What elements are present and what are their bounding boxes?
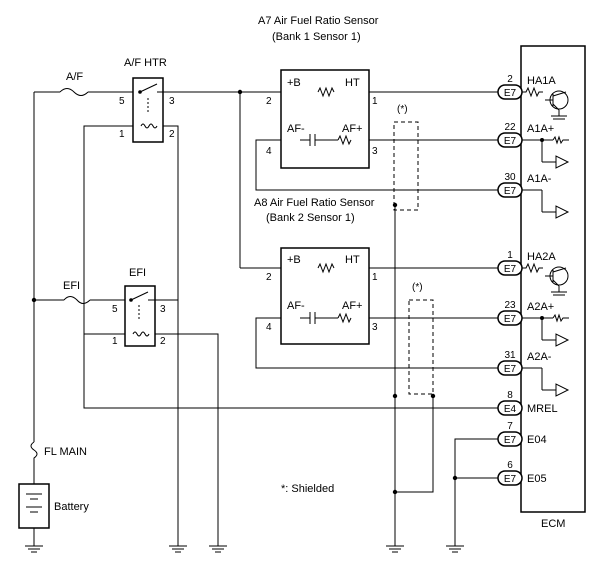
a8-num-4: 4 [266, 322, 272, 333]
fl-main-label: FL MAIN [44, 446, 87, 458]
a8-title: A8 Air Fuel Ratio Sensor [254, 197, 375, 209]
a8-num-1: 1 [372, 272, 378, 283]
a8-num-2: 2 [266, 272, 272, 283]
ecm-terminal: E7 30 A1A- [497, 172, 552, 198]
ecm-terminal-name: E05 [527, 473, 547, 485]
connector-pill [497, 470, 523, 486]
af-htr-pin-2: 2 [169, 129, 175, 140]
a8-sensor [280, 247, 370, 345]
shield-marker-a7: (*) [397, 104, 408, 115]
a7-pin-afm: AF- [287, 123, 305, 135]
connector-label: E7 [504, 364, 517, 375]
connector-label: E7 [504, 88, 517, 99]
efi-pin-1: 1 [112, 336, 118, 347]
efi-pin-2: 2 [160, 336, 166, 347]
ecm-terminal: E7 1 HA2A [497, 250, 556, 276]
a8-pin-afp: AF+ [342, 300, 362, 312]
resistor-icon [522, 86, 543, 98]
ecm-pin-number: 1 [507, 250, 513, 261]
fl-main-icon [30, 441, 38, 460]
a7-subtitle: (Bank 1 Sensor 1) [272, 31, 361, 43]
af-fuse-icon [59, 88, 89, 96]
connector-pill [497, 400, 523, 416]
a8-pin-b: +B [287, 254, 301, 266]
ecm-terminal-name: MREL [527, 403, 558, 415]
ecm-pin-number: 7 [507, 421, 513, 432]
connector-label: E7 [504, 264, 517, 275]
a8-num-3: 3 [372, 322, 378, 333]
sensor-wiring [239, 92, 498, 369]
a7-num-4: 4 [266, 146, 272, 157]
ecm-pin-number: 22 [504, 122, 516, 133]
connector-label: E7 [504, 136, 517, 147]
battery-label: Battery [54, 501, 89, 513]
efi-relay [124, 285, 156, 347]
af-htr-pin-1: 1 [119, 129, 125, 140]
shield-a7 [392, 121, 419, 546]
ecm-terminal-name: HA1A [527, 75, 556, 87]
ecm-ground-wire [454, 438, 498, 546]
af-htr-relay [132, 77, 164, 143]
ecm-terminal-name: A1A+ [527, 123, 554, 135]
battery-icon [18, 483, 50, 553]
a7-num-1: 1 [372, 96, 378, 107]
power-bus [31, 91, 133, 484]
a8-pin-ht: HT [345, 254, 360, 266]
shielded-note: *: Shielded [281, 483, 334, 495]
connector-label: E7 [504, 314, 517, 325]
af-htr-pin-3: 3 [169, 96, 175, 107]
ecm-terminal-name: A2A+ [527, 301, 554, 313]
a7-sensor [280, 69, 370, 169]
ecm-pin-number: 31 [504, 350, 516, 361]
af-htr-pin-5: 5 [119, 96, 125, 107]
ecm-pin-number: 30 [504, 172, 516, 183]
ecm-internals [522, 86, 570, 397]
ecm-pin-number: 23 [504, 300, 516, 311]
ecm-terminal: E7 31 A2A- [497, 350, 552, 376]
shield-marker-a8: (*) [412, 282, 423, 293]
connector-label: E7 [504, 474, 517, 485]
efi-pin-3: 3 [160, 304, 166, 315]
a7-pin-ht: HT [345, 77, 360, 89]
ecm-terminal-name: HA2A [527, 251, 556, 263]
ecm-pin-number: 6 [507, 460, 513, 471]
efi-relay-label: EFI [129, 267, 146, 279]
a8-subtitle: (Bank 2 Sensor 1) [266, 212, 355, 224]
connector-label: E4 [504, 404, 517, 415]
ecm-terminal: E7 2 HA1A [497, 74, 556, 100]
efi-pin-5: 5 [112, 304, 118, 315]
ecm-terminal-name: A2A- [527, 351, 552, 363]
efi-fuse-label: EFI [63, 280, 80, 292]
ecm-pin-number: 8 [507, 390, 513, 401]
a7-pin-afp: AF+ [342, 123, 362, 135]
a7-num-2: 2 [266, 96, 272, 107]
amp-icon [555, 383, 570, 397]
ecm-label: ECM [541, 518, 565, 530]
connector-label: E7 [504, 186, 517, 197]
resistor-icon [522, 262, 543, 274]
ecm-terminal: E7 22 A1A+ [497, 122, 554, 148]
amp-icon [555, 333, 570, 347]
ecm-terminal-name: A1A- [527, 173, 552, 185]
af-htr-label: A/F HTR [124, 57, 167, 69]
efi-fuse-icon [63, 296, 91, 304]
a7-title: A7 Air Fuel Ratio Sensor [258, 15, 379, 27]
connector-label: E7 [504, 435, 517, 446]
ecm-terminal-name: E04 [527, 434, 547, 446]
a7-pin-b: +B [287, 77, 301, 89]
a7-num-3: 3 [372, 146, 378, 157]
amp-icon [555, 155, 570, 169]
amp-icon [555, 205, 570, 219]
ecm-terminal: E7 23 A2A+ [497, 300, 554, 326]
a8-pin-afm: AF- [287, 300, 305, 312]
ecm-pin-number: 2 [507, 74, 513, 85]
af-fuse-label: A/F [66, 71, 83, 83]
connector-pill [497, 431, 523, 447]
shield-a8 [395, 299, 436, 493]
